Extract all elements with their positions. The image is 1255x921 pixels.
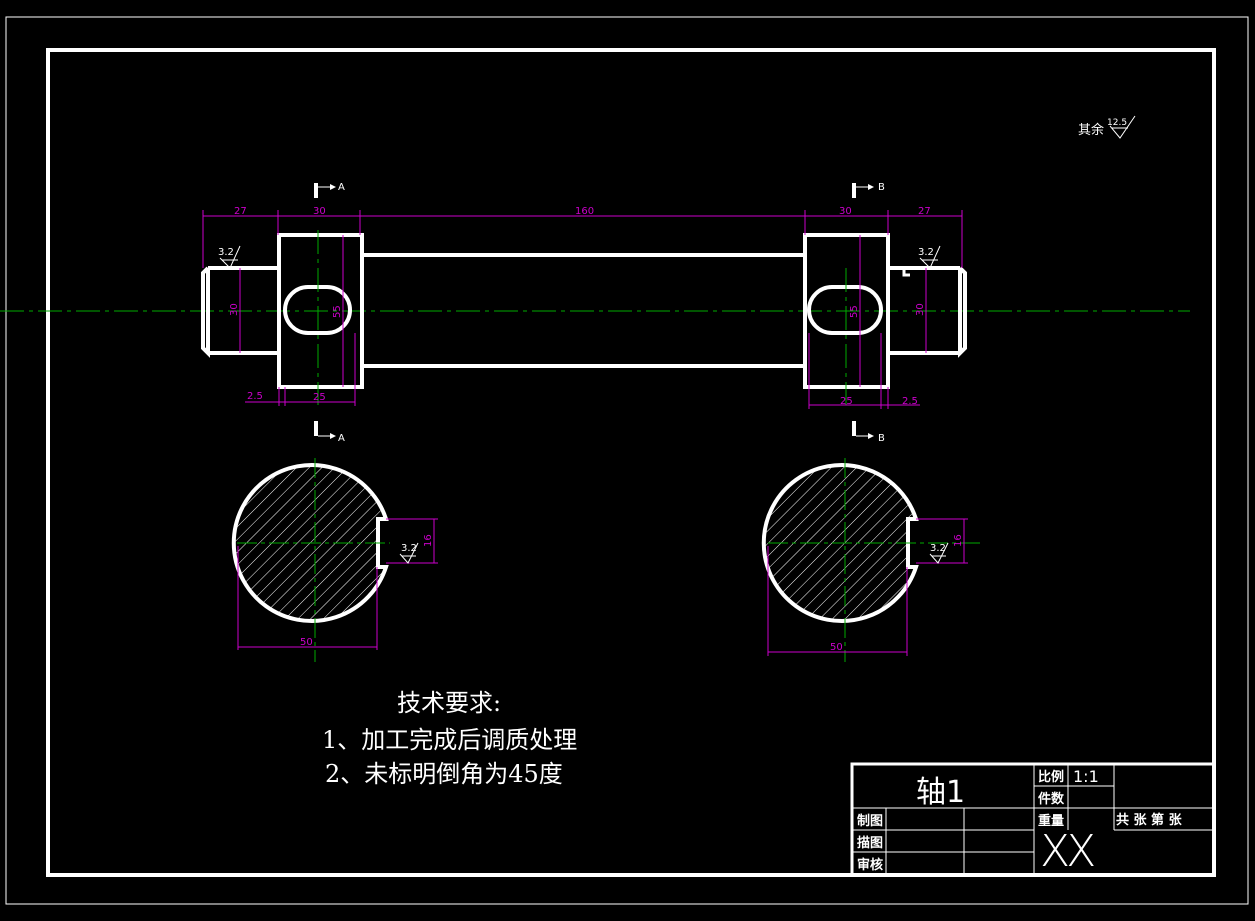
sheets-label: 共 张 第 张 <box>1116 812 1183 828</box>
section-marker-b-top: B <box>852 182 885 198</box>
roughness-default-value: 12.5 <box>1107 118 1127 128</box>
tech-item-1: 1、加工完成后调质处理 <box>322 726 577 754</box>
dim-right-slot-length: 25 <box>840 396 853 407</box>
section-b-label-top: B <box>878 182 885 193</box>
dim-left-end-length: 27 <box>234 206 247 217</box>
dim-left-chamfer: 2.5 <box>247 391 263 402</box>
dim-left-slot-length: 25 <box>313 392 326 403</box>
section-b-roughness-value: 3.2 <box>930 543 946 554</box>
section-marker-a-bottom: A <box>314 421 345 444</box>
left-shoulder <box>277 233 364 389</box>
section-marker-b-bottom: B <box>852 421 885 444</box>
right-grip-notch <box>902 268 910 277</box>
section-a-view: 50 16 3.2 <box>231 458 438 662</box>
dim-right-chamfer: 2.5 <box>902 396 918 407</box>
dim-left-end-diameter: 30 <box>229 303 240 316</box>
roughness-symbol-icon <box>1109 115 1136 139</box>
roughness-symbol-icon <box>219 245 241 269</box>
weight-label: 重量 <box>1038 813 1064 829</box>
qty-label: 件数 <box>1038 791 1065 807</box>
right-end-roughness-value: 3.2 <box>918 247 934 258</box>
dim-right-key-length: 30 <box>839 206 852 217</box>
left-end-roughness: 3.2 <box>218 245 241 269</box>
part-name: 轴1 <box>916 775 965 810</box>
dim-section-b-key: 16 <box>953 534 964 547</box>
traced-label: 描图 <box>857 835 883 851</box>
center-shaft <box>362 253 805 368</box>
section-a-label-top: A <box>338 182 345 193</box>
right-end-journal <box>888 266 967 358</box>
section-b-label-bottom: B <box>878 433 885 444</box>
section-b-view: 50 16 3.2 <box>761 458 980 662</box>
left-end-journal <box>201 266 279 358</box>
roughness-symbol-icon <box>399 542 419 564</box>
diameter-dimensions <box>239 235 927 387</box>
outer-frame <box>5 16 1249 905</box>
roughness-note: 其余 12.5 <box>1078 115 1136 139</box>
dim-right-shoulder-diameter: 55 <box>849 305 860 318</box>
dim-section-b-diameter: 50 <box>830 642 843 653</box>
tech-title: 技术要求: <box>397 689 501 717</box>
scale-value: 1:1 <box>1073 767 1099 786</box>
roughness-symbol-icon <box>919 245 941 269</box>
dim-left-shoulder-diameter: 55 <box>332 305 343 318</box>
section-a-roughness-value: 3.2 <box>401 543 417 554</box>
dim-section-a-diameter: 50 <box>300 637 313 648</box>
dim-left-key-length: 30 <box>313 206 326 217</box>
org-mark: XX <box>1040 826 1094 877</box>
dim-right-end-diameter: 30 <box>915 303 926 316</box>
title-block: 轴1 比例 1:1 件数 重量 共 张 第 张 制图 描图 审核 XX <box>850 762 1216 877</box>
left-end-roughness-value: 3.2 <box>218 247 234 258</box>
tech-item-2: 2、未标明倒角为45度 <box>325 760 563 788</box>
bottom-dimensions <box>245 333 920 409</box>
section-marker-a-top: A <box>314 182 345 198</box>
dim-center-length: 160 <box>575 206 594 217</box>
top-dimensions <box>202 210 963 268</box>
right-end-roughness: 3.2 <box>918 245 941 269</box>
scale-label: 比例 <box>1038 769 1064 785</box>
roughness-symbol-icon <box>929 542 949 564</box>
section-a-label-bottom: A <box>338 433 345 444</box>
roughness-note-label: 其余 <box>1078 122 1104 138</box>
right-keyway <box>807 285 883 335</box>
dim-section-a-key: 16 <box>423 534 434 547</box>
inner-frame <box>46 48 1216 877</box>
technical-requirements: 技术要求: 1、加工完成后调质处理 2、未标明倒角为45度 <box>322 689 577 788</box>
drawn-label: 制图 <box>857 813 883 829</box>
shaft-front-view <box>201 233 967 389</box>
dim-right-end-length: 27 <box>918 206 931 217</box>
checked-label: 审核 <box>857 857 883 873</box>
